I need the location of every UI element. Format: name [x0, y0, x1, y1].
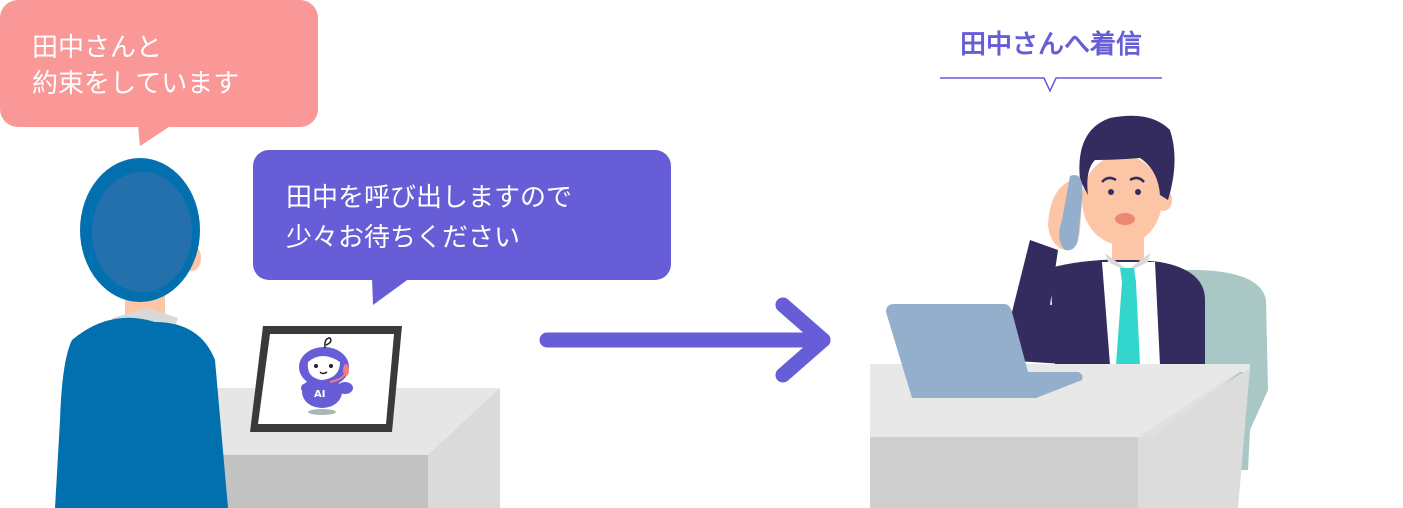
caption-underline [940, 77, 1162, 93]
ai-speech-text: 田中を呼び出しますので 少々お待ちください [286, 183, 573, 253]
ai-bubble-tail [372, 278, 410, 305]
customer-speech-bubble [0, 0, 318, 127]
laptop-icon [886, 304, 1083, 398]
customer-figure [55, 158, 228, 508]
robot-ai-badge: AI [314, 389, 326, 400]
arrow-right-icon [539, 297, 831, 383]
customer-bubble-tail [138, 125, 172, 146]
ai-speech-bubble [253, 150, 671, 280]
incoming-call-caption: 田中さんへ着信 [959, 30, 1142, 60]
customer-speech-text: 田中さんと 約束をしています [32, 33, 240, 99]
ai-robot-icon [299, 337, 353, 415]
tablet [250, 326, 402, 432]
